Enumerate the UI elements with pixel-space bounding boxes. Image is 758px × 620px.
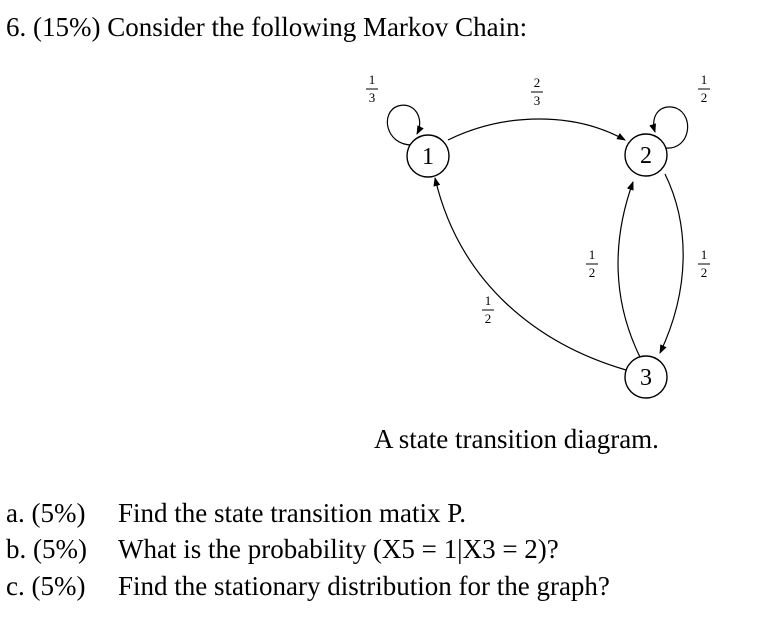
question-part-a: a. (5%) Find the state transition matix P… — [6, 498, 466, 529]
prob-num: 1 — [485, 293, 492, 308]
prob-den: 2 — [701, 90, 708, 105]
prob-label-3-to-2: 1 2 — [586, 247, 598, 280]
prob-label-3-to-1: 1 2 — [482, 293, 494, 326]
prob-num: 1 — [701, 247, 708, 262]
question-part-b: b. (5%) What is the probability (X5 = 1|X… — [6, 534, 559, 565]
state-node-1: 1 — [406, 134, 450, 178]
prob-den: 3 — [369, 90, 376, 105]
state-label-3: 3 — [640, 365, 652, 391]
prob-den: 2 — [485, 311, 492, 326]
prob-num: 1 — [589, 247, 596, 262]
part-text: Find the stationary distribution for the… — [118, 571, 610, 601]
state-label-1: 1 — [422, 144, 434, 170]
prob-den: 2 — [701, 265, 708, 280]
edge-2-to-3 — [659, 173, 684, 354]
part-text: What is the probability (X5 = 1|X3 = 2)? — [118, 534, 559, 564]
prob-label-2-to-2: 1 2 — [698, 72, 710, 105]
question-part-c: c. (5%) Find the stationary distribution … — [6, 571, 610, 602]
edge-3-to-2 — [617, 181, 641, 358]
prob-num: 1 — [369, 72, 376, 87]
state-node-3: 3 — [624, 355, 668, 399]
prob-num: 1 — [701, 72, 708, 87]
edge-3-to-1 — [433, 177, 627, 371]
state-node-2: 2 — [624, 133, 668, 177]
part-text: Find the state transition matix P. — [118, 498, 466, 528]
state-label-2: 2 — [640, 143, 652, 169]
part-label: c. (5%) — [6, 571, 86, 601]
edge-1-to-2 — [447, 118, 626, 141]
edge-2-to-2 — [649, 106, 689, 149]
prob-label-2-to-3: 1 2 — [698, 247, 710, 280]
diagram-caption: A state transition diagram. — [374, 424, 659, 454]
prob-den: 2 — [589, 265, 596, 280]
part-label: a. (5%) — [6, 498, 86, 528]
prob-den: 3 — [534, 93, 541, 108]
question-title: 6. (15%) Consider the following Markov C… — [6, 12, 528, 42]
prob-label-1-to-1: 1 3 — [366, 72, 378, 105]
part-label: b. (5%) — [6, 534, 87, 564]
prob-label-1-to-2: 2 3 — [531, 75, 543, 108]
edge-1-to-1 — [386, 104, 424, 146]
prob-num: 2 — [534, 75, 541, 90]
